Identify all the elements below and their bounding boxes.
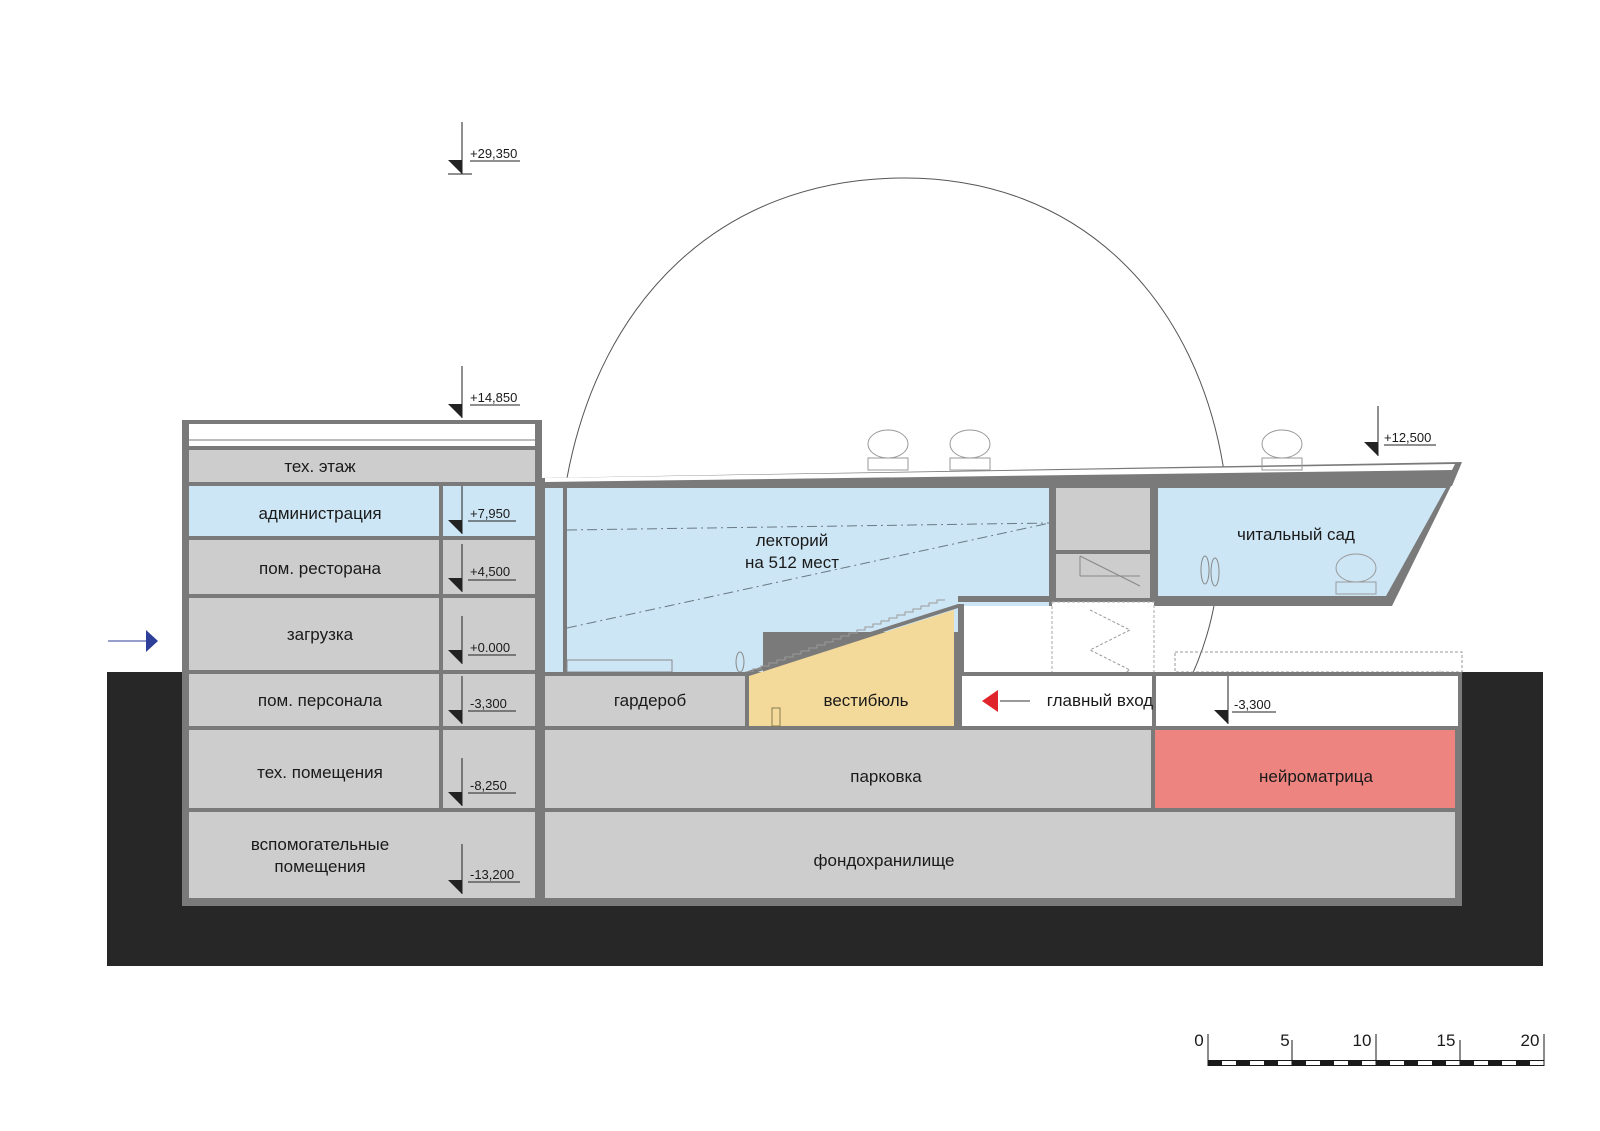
main-entrance-arrow <box>982 690 1030 712</box>
cell-loading-level <box>443 598 535 670</box>
scale-tick-10: 10 <box>1353 1031 1372 1050</box>
label-storage: фондохранилище <box>814 851 955 870</box>
level-marker-staff: -3,300 <box>448 676 516 724</box>
level-marker-storage: -13,200 <box>448 844 520 894</box>
roof-planters <box>867 429 1377 595</box>
label-lecture-line2: на 512 мест <box>745 553 839 572</box>
lecture-seating-slope <box>745 604 958 676</box>
room-lecture-lower <box>567 632 763 672</box>
level-marker-roof-right: +12,500 <box>1364 406 1436 456</box>
label-tech-floor: тех. этаж <box>284 457 356 476</box>
room-parking <box>545 730 1151 808</box>
vestibule-door <box>771 707 781 727</box>
glass-column <box>545 488 563 672</box>
room-auxiliary <box>189 812 535 898</box>
level-marker-admin: +7,950 <box>448 486 516 534</box>
divider-wall-1 <box>958 604 964 726</box>
level-restaurant-text: +4,500 <box>470 564 510 579</box>
label-neuromatrix: нейроматрица <box>1259 767 1373 786</box>
level-tech-text: -8,250 <box>470 778 507 793</box>
level-marker-entrance-right: -3,300 <box>1214 676 1276 724</box>
scale-tick-20: 20 <box>1521 1031 1540 1050</box>
room-storage <box>545 812 1455 898</box>
level-entrance-right-text: -3,300 <box>1234 697 1271 712</box>
level-marker-ground: +0.000 <box>448 616 516 664</box>
label-reading-garden: читальный сад <box>1237 525 1355 544</box>
roof-parapet <box>189 424 535 446</box>
side-entrance-arrow <box>108 630 158 652</box>
level-marker-top: +29,350 <box>448 122 520 175</box>
room-tech-rooms <box>189 730 439 808</box>
label-cloakroom: гардероб <box>614 691 687 710</box>
stair-flight-1 <box>1079 555 1141 587</box>
label-auxiliary-line2: помещения <box>274 857 365 876</box>
terrace-railing <box>1174 651 1463 673</box>
room-restaurant <box>189 540 439 594</box>
room-reading-garden <box>1158 488 1446 596</box>
main-body <box>542 462 1463 906</box>
room-tech-floor <box>189 450 535 482</box>
label-lecture-line1: лекторий <box>756 531 829 550</box>
level-roof-right-text: +12,500 <box>1384 430 1431 445</box>
level-marker-roof-left: +14,850 <box>448 366 520 418</box>
stair-core-top <box>1056 488 1150 550</box>
level-roof-left-text: +14,850 <box>470 390 517 405</box>
label-auxiliary-line1: вспомогательные <box>251 835 389 854</box>
label-parking: парковка <box>850 767 922 786</box>
projection-line-2 <box>566 522 1051 629</box>
level-top-text: +29,350 <box>470 146 517 161</box>
level-storage-text: -13,200 <box>470 867 514 882</box>
label-vestibule: вестибюль <box>824 691 909 710</box>
room-staff <box>189 674 439 726</box>
scale-tick-15: 15 <box>1437 1031 1456 1050</box>
roof-top-white <box>545 464 1455 482</box>
level-admin-text: +7,950 <box>470 506 510 521</box>
left-tower <box>182 420 542 906</box>
dome-outline <box>566 177 1226 479</box>
room-neuromatrix <box>1155 730 1455 808</box>
label-staff: пом. персонала <box>258 691 383 710</box>
scale-tick-5: 5 <box>1280 1031 1289 1050</box>
level-marker-restaurant: +4,500 <box>448 544 516 592</box>
lecture-upper-slab <box>958 596 1052 602</box>
terrace-floor <box>1156 676 1458 726</box>
room-vestibule <box>749 610 954 726</box>
label-main-entrance: главный вход <box>1047 691 1153 710</box>
room-cloakroom <box>545 676 745 726</box>
projection-line-1 <box>566 522 1051 531</box>
label-loading: загрузка <box>287 625 354 644</box>
level-staff-text: -3,300 <box>470 696 507 711</box>
scale-tick-0: 0 <box>1194 1031 1203 1050</box>
room-loading <box>189 598 439 670</box>
room-administration <box>189 486 439 536</box>
label-administration: администрация <box>258 504 381 523</box>
scale-bar: 0 5 10 15 20 <box>1194 1031 1545 1066</box>
label-restaurant: пом. ресторана <box>259 559 382 578</box>
level-marker-tech: -8,250 <box>448 758 516 806</box>
lecture-steps <box>745 599 945 673</box>
people-figures <box>735 555 1220 673</box>
level-ground-text: +0.000 <box>470 640 510 655</box>
label-tech-rooms: тех. помещения <box>257 763 383 782</box>
